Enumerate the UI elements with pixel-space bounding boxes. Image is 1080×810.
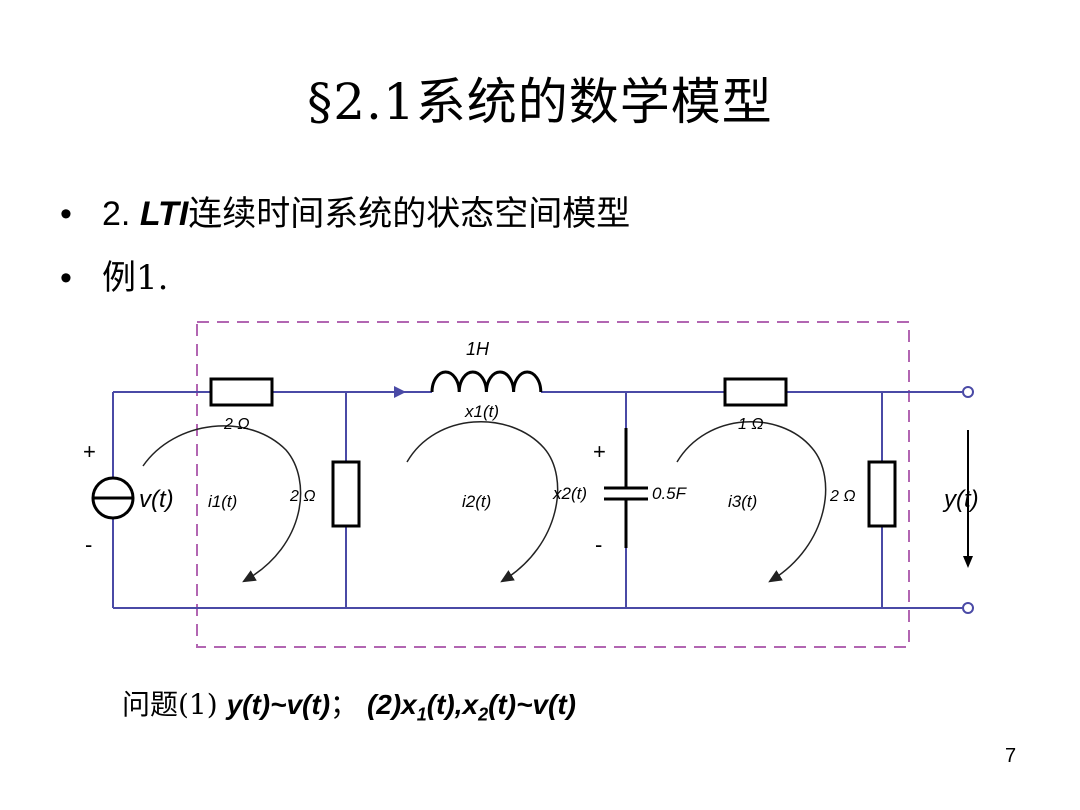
source-plus: + bbox=[83, 439, 96, 464]
loop-arrow-2 bbox=[406, 421, 559, 583]
capacitor-minus: - bbox=[595, 532, 602, 557]
voltage-source-icon bbox=[91, 476, 135, 520]
loop-current-1-label: i1(t) bbox=[208, 492, 237, 511]
loop-arrow-1 bbox=[142, 425, 302, 583]
r1-label: 2 Ω bbox=[223, 416, 250, 433]
question-part2c: (t)~v(t) bbox=[488, 689, 576, 720]
r4-label: 2 Ω bbox=[829, 488, 856, 505]
loop-arrow-3 bbox=[676, 421, 827, 583]
capacitor-plus: + bbox=[593, 439, 606, 464]
slide-title: §2.1系统的数学模型 bbox=[307, 73, 773, 131]
question-part2b: (t),x bbox=[426, 689, 479, 720]
resistor-r3 bbox=[723, 377, 788, 407]
output-arrow-head-icon bbox=[963, 556, 973, 568]
question-text: 问题(1) y(t)~v(t)； (2)x1(t),x2(t)~v(t) bbox=[122, 683, 576, 726]
system-boundary-box bbox=[196, 321, 910, 648]
output-terminal-top bbox=[962, 386, 974, 398]
inductor-current-label: x1(t) bbox=[464, 402, 499, 421]
page-number: 7 bbox=[1005, 745, 1017, 767]
bullet-item-lti: 2. LTI连续时间系统的状态空间模型 bbox=[60, 195, 630, 233]
capacitor-value-label: 0.5F bbox=[652, 484, 688, 503]
bullet-number: 2. bbox=[102, 195, 140, 233]
resistor-r4 bbox=[867, 460, 897, 528]
source-minus: - bbox=[85, 532, 92, 557]
r3-label: 1 Ω bbox=[738, 416, 764, 433]
question-prefix: 问题(1) bbox=[122, 688, 227, 721]
question-separator: ； bbox=[330, 688, 367, 721]
capacitor bbox=[604, 428, 648, 548]
resistor-r2 bbox=[331, 460, 361, 528]
inductor-label: 1H bbox=[466, 339, 490, 359]
question-sub1: 1 bbox=[416, 704, 427, 725]
inductor bbox=[430, 370, 543, 393]
question-sub2: 2 bbox=[478, 704, 489, 725]
bullet-lti-text: 连续时间系统的状态空间模型 bbox=[188, 194, 631, 234]
question-part2a: (2)x bbox=[366, 689, 417, 720]
question-part1: y(t)~v(t) bbox=[226, 689, 331, 720]
bullet-lti-term: LTI bbox=[139, 195, 189, 233]
resistor-r1 bbox=[209, 377, 274, 407]
bullet-list: 2. LTI连续时间系统的状态空间模型 例1. bbox=[60, 195, 630, 323]
r2-label: 2 Ω bbox=[289, 488, 316, 505]
output-label: y(t) bbox=[942, 486, 979, 513]
bullet-item-example: 例1. bbox=[60, 259, 630, 297]
loop-current-3-label: i3(t) bbox=[728, 492, 757, 511]
source-label: v(t) bbox=[139, 486, 174, 513]
output-terminal-bottom bbox=[962, 602, 974, 614]
loop-current-2-label: i2(t) bbox=[462, 492, 491, 511]
capacitor-voltage-label: x2(t) bbox=[552, 484, 587, 503]
bullet-example-text: 例1. bbox=[102, 258, 169, 298]
